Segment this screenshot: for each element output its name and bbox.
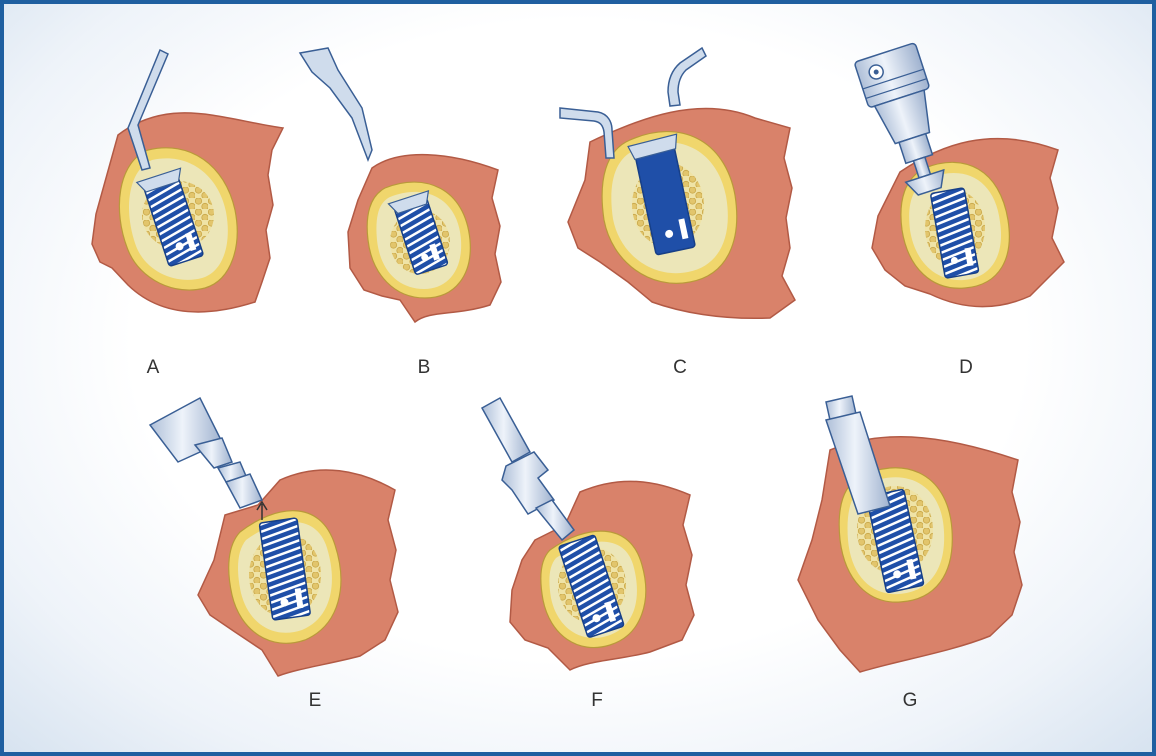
panel-f	[482, 398, 694, 670]
panel-a	[92, 50, 283, 312]
panel-g	[798, 396, 1022, 672]
retractor-left	[560, 108, 614, 158]
panel-label-a: A	[133, 357, 173, 379]
panel-label-g: G	[890, 690, 930, 712]
scalpel-instrument	[300, 48, 372, 160]
panel-label-e: E	[295, 690, 335, 712]
retractor-right	[668, 48, 706, 106]
panel-label-f: F	[577, 690, 617, 712]
insertion-tool	[150, 398, 262, 508]
panel-e	[150, 398, 398, 676]
panel-label-b: B	[404, 357, 444, 379]
panel-c	[560, 48, 795, 318]
driver-tool	[482, 398, 574, 540]
panel-label-c: C	[660, 357, 700, 379]
panel-b	[300, 48, 501, 322]
panel-d	[854, 43, 1064, 307]
panel-label-d: D	[946, 357, 986, 379]
